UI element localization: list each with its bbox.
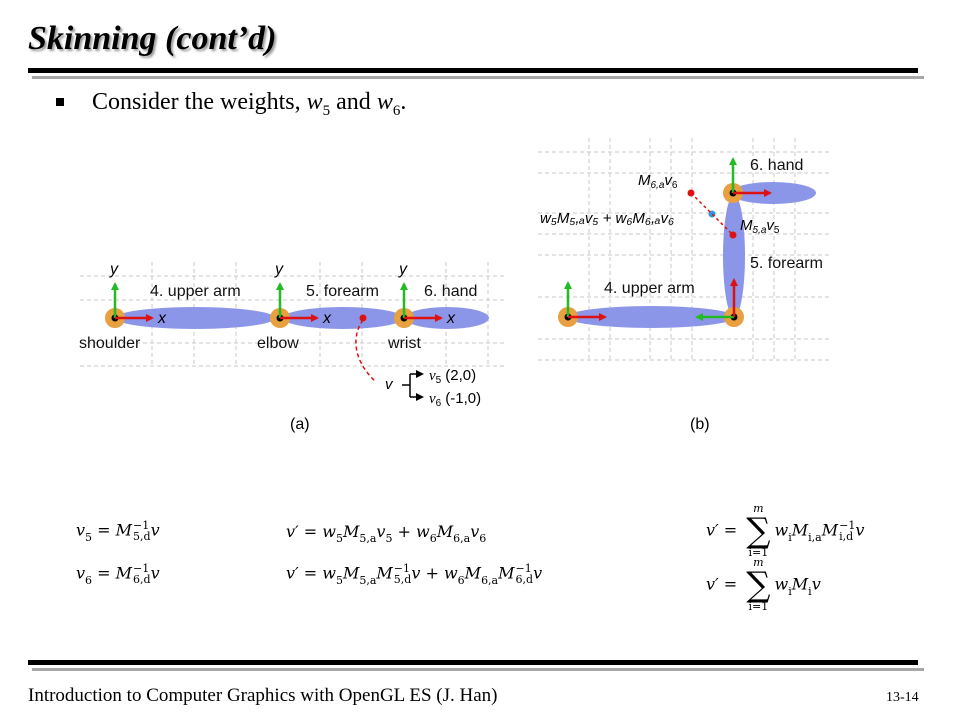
axes-b — [564, 157, 772, 321]
grid-b — [538, 138, 830, 362]
upper-arm-bone-b — [567, 306, 735, 328]
vertex-v-leader — [355, 319, 377, 383]
footer-rule — [28, 660, 918, 665]
shoulder-label: shoulder — [79, 335, 141, 352]
y-axis-label-wrist: y — [398, 261, 408, 278]
equation-sum-simplified: v′ = m∑i=1wiMiv — [706, 556, 821, 613]
axes-a — [111, 282, 443, 322]
x-axis-label-shoulder: x — [157, 310, 167, 327]
slide-title: Skinning (cont’d) — [28, 20, 277, 57]
bullet-square-icon — [56, 98, 64, 106]
figure-a: y y y x x x 4. upper arm 5. forearm 6. h… — [79, 261, 505, 433]
title-rule-shadow — [32, 76, 924, 79]
footer-text: Introduction to Computer Graphics with O… — [28, 685, 498, 706]
upper-arm-label-b: 4. upper arm — [604, 280, 695, 297]
m5-label: M5,av5 — [740, 217, 780, 236]
summation-symbol: m∑i=1 — [746, 502, 771, 559]
v5-coord-label: v5(2,0) — [429, 367, 476, 386]
y-axis-label-shoulder: y — [109, 261, 119, 278]
equation-vprime-blend: v′ = w5M5,av5 + w6M6,av6 — [286, 522, 487, 545]
vertex-v-label: v — [385, 376, 394, 393]
m6-label: M6,av6 — [638, 172, 678, 191]
blend-dashed-line — [690, 192, 734, 236]
summation-symbol-2: m∑i=1 — [746, 556, 771, 613]
vertex-v-point — [359, 314, 367, 322]
x-axis-label-wrist: x — [446, 310, 456, 327]
forearm-label-b: 5. forearm — [750, 255, 823, 272]
figure-b: 6. hand 5. forearm 4. upper arm M6,av6 M… — [538, 138, 830, 433]
bullet-text: Consider the weights, w5 and w6. — [92, 89, 407, 119]
upper-arm-bone-a — [115, 307, 275, 329]
forearm-label-a: 5. forearm — [306, 283, 379, 300]
v-bracket — [402, 370, 424, 401]
figure-a-caption: (a) — [290, 416, 310, 433]
hand-label-b: 6. hand — [750, 157, 803, 174]
page-number: 13-14 — [886, 690, 919, 705]
forearm-bone-b — [723, 195, 745, 317]
upper-arm-label-a: 4. upper arm — [150, 283, 241, 300]
y-axis-label-elbow: y — [274, 261, 284, 278]
x-axis-label-elbow: x — [322, 310, 332, 327]
footer-rule-shadow — [32, 668, 924, 671]
wrist-label: wrist — [387, 335, 421, 352]
blend-label: w₅M₅,ₐv₅ + w₆M₆,ₐv₆ — [540, 210, 674, 227]
hand-label-a: 6. hand — [424, 283, 477, 300]
title-rule — [28, 68, 918, 73]
hand-bone-a — [405, 307, 489, 329]
elbow-label: elbow — [257, 335, 299, 352]
forearm-bone-a — [283, 307, 403, 329]
figure-b-caption: (b) — [690, 416, 710, 433]
v6-coord-label: v6(-1,0) — [429, 390, 481, 409]
hand-bone-b — [730, 182, 816, 204]
